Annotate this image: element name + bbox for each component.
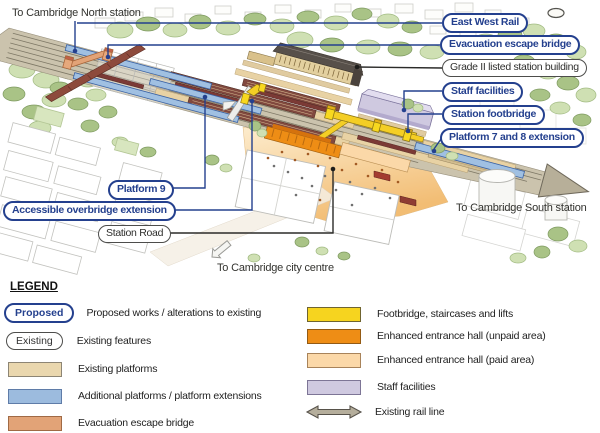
legend-row-existing-platforms: Existing platforms — [8, 360, 157, 378]
station-illustration — [0, 2, 597, 275]
callout-platform-9: Platform 9 — [108, 180, 175, 200]
pedestrians — [266, 150, 400, 207]
callout-grade-ii-building: Grade II listed station building — [442, 59, 587, 77]
leader-grade-ii — [356, 66, 443, 69]
accessible-overbridge-structure — [222, 82, 267, 122]
callout-evacuation-escape-bridge: Evacuation escape bridge — [440, 35, 581, 55]
legend-label: Staff facilities — [377, 381, 436, 393]
legend-label: Existing rail line — [375, 406, 445, 418]
legend-row-additional-platforms: Additional platforms / platform extensio… — [8, 387, 262, 405]
background-buildings-south — [234, 149, 400, 245]
staff-facilities-swatch — [307, 379, 361, 395]
grade-ii-station-building — [246, 42, 364, 87]
footbridge-swatch — [307, 306, 361, 322]
evacuation-escape-bridge-structure — [62, 47, 114, 70]
leader-overbridge — [169, 103, 253, 211]
callout-station-footbridge: Station footbridge — [442, 105, 546, 125]
legend-row-entrance-unpaid: Enhanced entrance hall (unpaid area) — [307, 327, 546, 345]
evacuation-bridge-swatch — [8, 415, 62, 431]
legend-row-staff-facilities: Staff facilities — [307, 378, 436, 396]
label-to-cambridge-south: To Cambridge South station — [456, 202, 587, 214]
callout-accessible-overbridge: Accessible overbridge extension — [3, 201, 176, 221]
leader-staff — [403, 90, 442, 108]
legend-row-footbridge: Footbridge, staircases and lifts — [307, 305, 513, 323]
legend-label: Additional platforms / platform extensio… — [78, 390, 262, 402]
legend-row-entrance-paid: Enhanced entrance hall (paid area) — [307, 351, 534, 369]
legend-row-proposed: Proposed Proposed works / alterations to… — [4, 303, 262, 323]
legend-heading: LEGEND — [10, 281, 58, 293]
legend-row-evacuation-bridge: Evacuation escape bridge — [8, 414, 194, 432]
additional-platforms-swatch — [8, 388, 62, 404]
label-to-city-centre: To Cambridge city centre — [217, 262, 334, 274]
foreground-trees — [204, 98, 588, 264]
leader-p78 — [433, 138, 442, 150]
pond — [547, 7, 565, 19]
proposed-pill: Proposed — [4, 303, 75, 323]
label-to-cambridge-north: To Cambridge North station — [12, 7, 141, 19]
entrance-hall-unpaid — [263, 123, 343, 159]
legend-label: Proposed works / alterations to existing — [86, 307, 262, 319]
leader-station-road — [170, 171, 334, 234]
existing-rail-arrow-icon — [305, 405, 363, 419]
existing-pill: Existing — [6, 332, 63, 350]
callout-east-west-rail: East West Rail — [442, 13, 528, 33]
existing-cycle-bridge — [44, 44, 146, 102]
legend-row-existing-rail: Existing rail line — [305, 403, 445, 421]
entrance-unpaid-swatch — [307, 328, 361, 344]
entrance-paid-swatch — [307, 352, 361, 368]
legend-label: Evacuation escape bridge — [78, 417, 195, 429]
leader-footbridge — [407, 113, 442, 129]
legend-label: Enhanced entrance hall (paid area) — [377, 354, 535, 366]
legend-label: Enhanced entrance hall (unpaid area) — [377, 330, 546, 342]
buses — [373, 170, 417, 207]
leader-evacuation — [107, 44, 440, 55]
callout-station-road: Station Road — [98, 225, 172, 243]
legend-label: Existing features — [76, 335, 151, 347]
callout-platform-7-8: Platform 7 and 8 extension — [440, 128, 584, 148]
callout-staff-facilities: Staff facilities — [442, 82, 524, 102]
cylindrical-buildings — [478, 169, 568, 221]
rail-arrow-south — [537, 163, 590, 198]
legend-label: Footbridge, staircases and lifts — [377, 308, 514, 320]
existing-platforms-swatch — [8, 361, 62, 377]
city-centre-arrow-icon — [211, 239, 232, 259]
legend-label: Existing platforms — [78, 363, 158, 375]
legend-row-existing: Existing Existing features — [6, 332, 151, 350]
entrance-hall-paid — [339, 142, 411, 173]
